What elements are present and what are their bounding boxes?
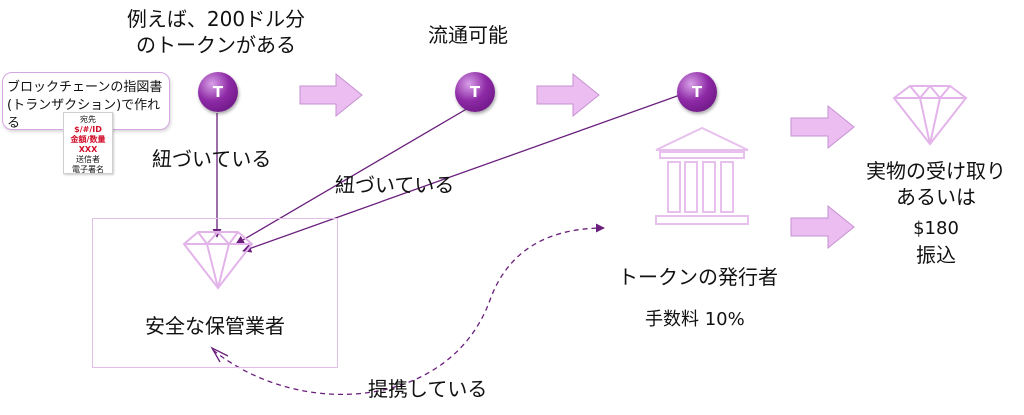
doc-line-2: $/#/ID [74, 125, 102, 134]
block-arrow-icon [536, 72, 600, 118]
linked-label-2: 紐づいている [335, 173, 455, 197]
example-label: 例えば、200ドル分 のトークンがある [116, 6, 316, 58]
redeem-line-1: 実物の受け取り [866, 159, 1006, 183]
token-letter: T [691, 83, 703, 101]
token-letter: T [212, 83, 224, 101]
block-arrow-icon [299, 72, 363, 118]
redeem-line-2: あるいは [896, 185, 976, 209]
custodian-box [92, 218, 338, 368]
redeem-transfer: 振込 [916, 243, 956, 267]
token-icon: T [677, 72, 717, 112]
redeem-amount: $180 [913, 218, 959, 239]
linked-label-1: 紐づいている [152, 147, 272, 171]
token-icon: T [198, 72, 238, 112]
fee-label: 手数料 10% [645, 309, 745, 330]
token-letter: T [469, 83, 481, 101]
issuer-label: トークンの発行者 [618, 265, 778, 289]
redeem-block: 実物の受け取り あるいは $180 振込 [856, 158, 1016, 268]
custodian-label: 安全な保管業者 [145, 314, 285, 338]
doc-line-6: 電子署名 [72, 165, 104, 174]
example-line-2: のトークンがある [136, 33, 296, 57]
link-line [235, 106, 471, 245]
doc-line-1: 宛先 [80, 115, 96, 124]
doc-line-4: XXX [78, 145, 98, 154]
link-line [242, 94, 681, 253]
example-line-1: 例えば、200ドル分 [126, 7, 306, 31]
diamond-icon [182, 230, 254, 290]
callout-line-1: ブロックチェーンの指図書 [7, 80, 163, 95]
tradable-label: 流通可能 [428, 23, 508, 47]
bank-building-icon [655, 126, 749, 225]
diamond-icon [892, 84, 968, 146]
transaction-document: 宛先 $/#/ID 金額/数量 XXX 送信者 電子署名 [63, 112, 113, 174]
doc-line-3: 金額/数量 [70, 135, 106, 144]
doc-line-5: 送信者 [76, 155, 100, 164]
token-icon: T [455, 72, 495, 112]
block-arrow-icon [790, 204, 855, 250]
block-arrow-icon [790, 104, 855, 150]
callout-line-2: (トランザクション)で作れる [7, 98, 161, 131]
partnership-curve [212, 223, 605, 395]
partnership-label: 提携している [368, 377, 488, 401]
